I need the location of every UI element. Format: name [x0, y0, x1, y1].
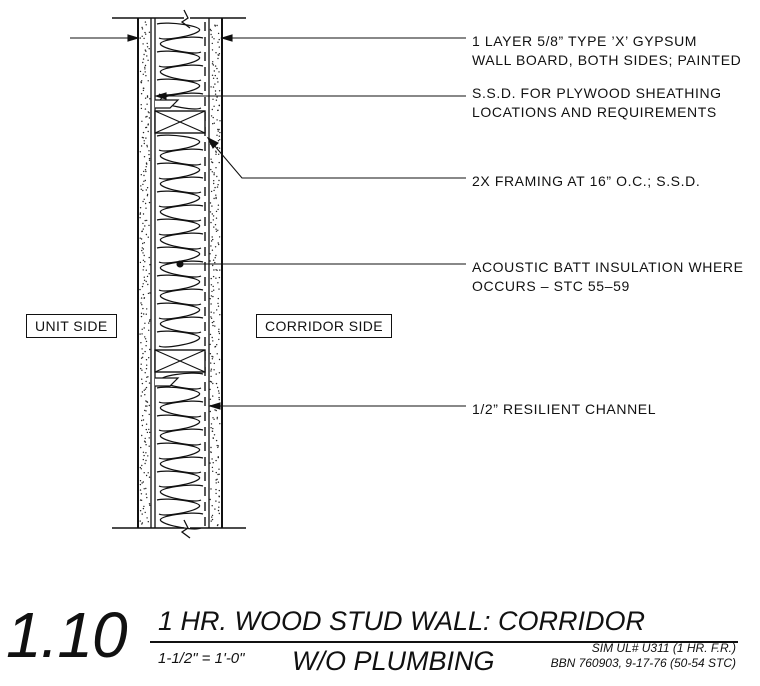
reference-ul: SIM UL# U311 (1 HR. F.R.)	[591, 641, 736, 655]
note-resilient-channel: 1/2” RESILIENT CHANNEL	[472, 400, 656, 419]
bottom-break-mark	[180, 519, 191, 539]
reference-bbn: BBN 760903, 9-17-76 (50-54 STC)	[550, 656, 736, 670]
note-insulation-line1: ACOUSTIC BATT INSULATION WHERE	[472, 259, 744, 275]
plywood-jog-top	[155, 99, 180, 109]
note-framing: 2X FRAMING AT 16” O.C.; S.S.D.	[472, 172, 700, 191]
leader-plywood	[154, 92, 466, 100]
note-plywood-line1: S.S.D. FOR PLYWOOD SHEATHING	[472, 85, 722, 101]
note-plywood: S.S.D. FOR PLYWOOD SHEATHING LOCATIONS A…	[472, 84, 722, 122]
drawing-scale: 1-1/2" = 1'-0"	[158, 650, 245, 667]
leader-insulation	[176, 260, 466, 268]
note-gypsum: 1 LAYER 5/8” TYPE ’X’ GYPSUM WALL BOARD,…	[472, 32, 741, 70]
right-gypsum-stipple	[209, 24, 221, 527]
note-insulation: ACOUSTIC BATT INSULATION WHERE OCCURS – …	[472, 258, 744, 296]
detail-title: 1 HR. WOOD STUD WALL: CORRIDOR	[158, 606, 646, 636]
references: SIM UL# U311 (1 HR. F.R.) BBN 760903, 9-…	[551, 641, 736, 671]
note-insulation-line2: OCCURS – STC 55–59	[472, 278, 630, 294]
blocking-bottom	[154, 349, 206, 373]
detail-subtitle: W/O PLUMBING	[292, 646, 495, 676]
blocking-top	[154, 110, 206, 134]
acoustic-batt-insulation	[156, 22, 204, 530]
corridor-side-label: CORRIDOR SIDE	[256, 314, 392, 338]
unit-side-label: UNIT SIDE	[26, 314, 117, 338]
insulation-loops	[156, 22, 204, 530]
left-gypsum-stipple	[139, 21, 151, 525]
leader-gypsum	[70, 34, 466, 42]
title-underline	[150, 641, 738, 643]
note-plywood-line2: LOCATIONS AND REQUIREMENTS	[472, 104, 717, 120]
note-gypsum-line2: WALL BOARD, BOTH SIDES; PAINTED	[472, 52, 742, 68]
note-resilient-line1: 1/2” RESILIENT CHANNEL	[472, 401, 657, 417]
note-gypsum-line1: 1 LAYER 5/8” TYPE ’X’ GYPSUM	[472, 33, 698, 49]
leader-resilient-channel	[208, 402, 466, 410]
detail-number: 1.10	[6, 599, 128, 671]
note-framing-line1: 2X FRAMING AT 16” O.C.; S.S.D.	[472, 173, 701, 189]
plywood-jog-bottom	[155, 377, 180, 387]
leader-framing	[206, 136, 466, 179]
